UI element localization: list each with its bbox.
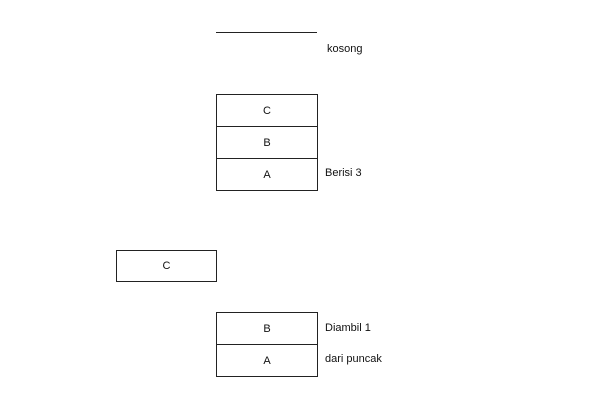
remaining-stack-label-line2: dari puncak <box>325 353 382 365</box>
full-stack-label: Berisi 3 <box>325 167 362 179</box>
remaining-stack: B A <box>216 312 318 377</box>
stack-cell: C <box>217 94 317 126</box>
empty-stack-label: kosong <box>327 43 363 55</box>
popped-item-box: C <box>116 250 217 282</box>
empty-stack-base-line <box>216 32 317 33</box>
stack-cell: B <box>217 312 317 344</box>
stack-cell: A <box>217 158 317 191</box>
stack-cell: B <box>217 126 317 158</box>
remaining-stack-label-line1: Diambil 1 <box>325 322 371 334</box>
stack-cell: A <box>217 344 317 377</box>
full-stack: C B A <box>216 94 318 191</box>
